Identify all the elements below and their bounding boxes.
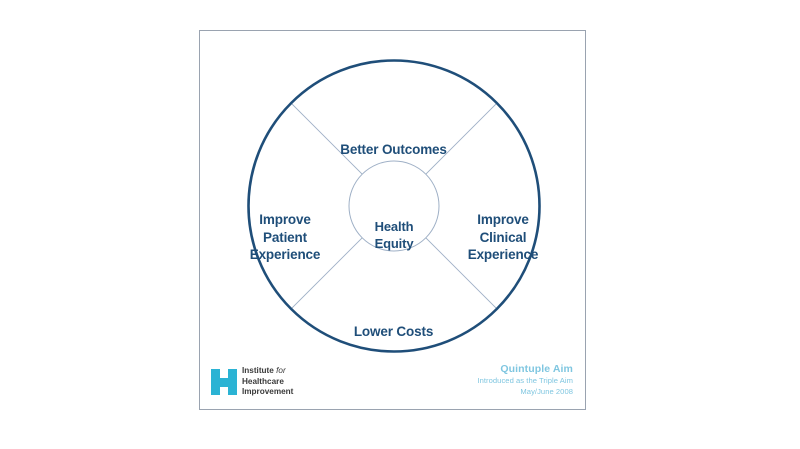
segment-label-improve-clinical-experience: Improve Clinical Experience [467,212,539,263]
ihi-logo-line-1: Institute for [242,366,293,377]
ihi-logo-line-3: Improvement [242,387,294,397]
ihi-h-monogram-icon [211,369,237,396]
ihi-logo-line-2: Healthcare [242,376,284,386]
inner-circle [348,160,440,252]
spoke-lower-left [290,237,363,310]
caption-title: Quintuple Aim [500,362,573,375]
spoke-upper-right [425,102,498,175]
caption-date: May/June 2008 [520,386,573,396]
outer-circle [247,59,541,353]
spoke-lower-right [425,237,498,310]
quintuple-aim-wheel [247,59,541,353]
segment-label-better-outcomes: Better Outcomes [340,142,447,157]
spoke-upper-left [290,102,363,175]
figure-caption: Quintuple Aim Introduced as the Triple A… [477,362,573,397]
segment-label-improve-patient-experience: Improve Patient Experience [249,212,321,263]
segment-label-lower-costs: Lower Costs [353,324,434,339]
wheel-spokes [290,102,498,310]
diagram-card: Better Outcomes Improve Clinical Experie… [199,30,586,410]
caption-subtitle: Introduced as the Triple Aim [477,376,573,386]
ihi-logo: Institute for Healthcare Improvement [211,366,293,398]
ihi-logo-text: Institute for Healthcare Improvement [242,366,293,398]
ihi-logo-institute: Institute [242,366,277,376]
ihi-logo-for: for [276,366,286,376]
center-label-health-equity: Health Equity [374,219,414,251]
